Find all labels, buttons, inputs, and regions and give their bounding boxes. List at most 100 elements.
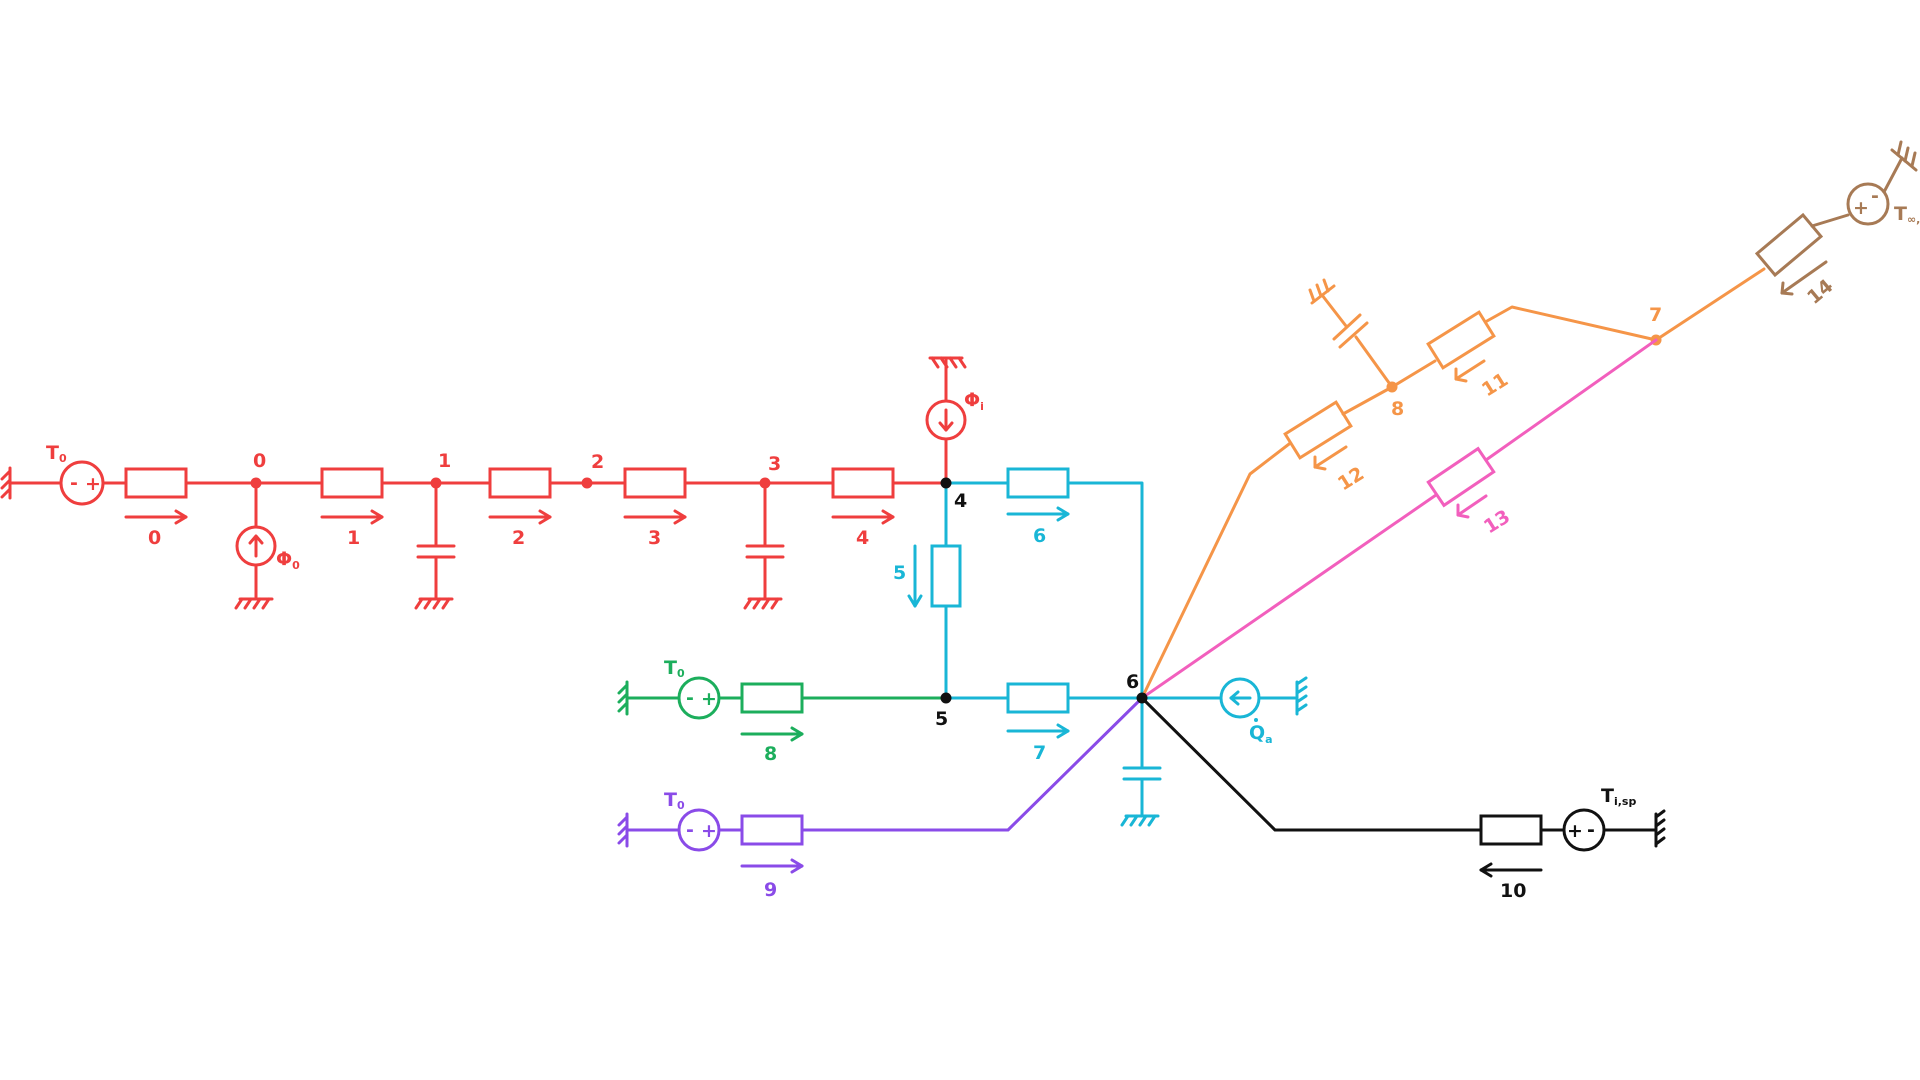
flow-arrow-icon [831, 509, 895, 525]
source-label: T0 [664, 789, 685, 812]
branch-label-5: 5 [893, 562, 906, 584]
node-label-7: 7 [1649, 304, 1662, 326]
branch-label-6: 6 [1033, 525, 1046, 547]
branch-label-7: 7 [1033, 742, 1046, 764]
source-label: Qa [1249, 722, 1273, 746]
wire [1654, 267, 1766, 342]
wire [1810, 213, 1850, 228]
wire [1390, 359, 1437, 389]
flow-arrow-icon [320, 509, 384, 525]
resistor-11 [1426, 310, 1496, 370]
flow-arrow-icon [907, 544, 923, 608]
flow-arrow-icon [1780, 260, 1828, 296]
node-label-4: 4 [954, 490, 967, 512]
resistor-14 [1754, 212, 1824, 278]
wire [1140, 439, 1295, 700]
wire [800, 696, 1144, 832]
node-label-8: 8 [1391, 398, 1404, 420]
resistor-9 [740, 814, 804, 846]
flow-arrow-icon [740, 726, 804, 742]
flow-arrow-icon [1456, 494, 1488, 519]
branch-label-13: 13 [1480, 506, 1514, 539]
branch-label-9: 9 [764, 879, 777, 901]
wire [1140, 696, 1483, 832]
branch-label-11: 11 [1478, 369, 1512, 402]
temperature-source-tinf [1846, 182, 1890, 226]
flow-arrow-icon [1454, 359, 1486, 383]
capacitor-icon [1120, 696, 1162, 827]
green-ventilation-branch: - + T0 8 [617, 657, 948, 765]
source-label: Φ0 [276, 548, 300, 572]
red-wall-chain: - + T0 0 1 2 3 4 0 [0, 356, 984, 610]
node-dot [940, 477, 952, 489]
temperature-source-t0: - + T0 [46, 442, 105, 506]
resistor-0 [124, 467, 188, 499]
plus-sign: + [1853, 197, 1869, 219]
resistor-5 [930, 544, 962, 608]
ground-icon [1890, 140, 1918, 172]
branch-label-8: 8 [764, 743, 777, 765]
pink-radiation-branch: 13 [1140, 338, 1658, 700]
flow-arrow-icon [740, 858, 804, 874]
node-label-6: 6 [1126, 671, 1139, 693]
minus-sign: - [70, 472, 78, 494]
flow-arrow-icon [1313, 445, 1348, 471]
brown-outdoor-branch: + - T∞,sp 14 [1754, 140, 1920, 309]
heat-flux-source-phii: Φi [925, 356, 984, 485]
node-label-2: 2 [591, 451, 604, 473]
wire [1882, 156, 1904, 194]
wire [1485, 305, 1658, 342]
node-label-5: 5 [935, 708, 948, 730]
branch-label-1: 1 [347, 527, 360, 549]
violet-infiltration-branch: - + T0 9 [617, 696, 1144, 901]
node-label-3: 3 [768, 453, 781, 475]
resistor-10 [1479, 814, 1543, 846]
source-label: Φi [964, 389, 984, 413]
dot-accent [1254, 718, 1258, 722]
capacitor-icon [743, 481, 785, 610]
branch-label-10: 10 [1500, 880, 1526, 902]
ground-icon [1295, 676, 1308, 716]
node-dot [1136, 692, 1148, 704]
black-controller-branch: + - Ti,sp 10 [1140, 696, 1666, 902]
black-nodes: 4 5 6 [935, 477, 1148, 730]
source-label: T∞,sp [1894, 203, 1920, 226]
flow-arrow-icon [1006, 723, 1070, 739]
resistor-1 [320, 467, 384, 499]
resistor-7 [1006, 682, 1070, 714]
resistor-2 [488, 467, 552, 499]
branch-label-2: 2 [512, 527, 525, 549]
capacitor-icon [414, 481, 456, 610]
heat-flux-source-phi0: Φ0 [234, 481, 300, 610]
node-dot [581, 477, 593, 489]
plus-sign: + [701, 688, 717, 710]
orange-glass-network: 8 7 12 11 [1140, 267, 1766, 700]
plus-sign: + [85, 473, 101, 495]
source-label: T0 [664, 657, 685, 680]
node-label-0: 0 [253, 450, 266, 472]
source-label: Ti,sp [1601, 785, 1636, 808]
node-dot [940, 692, 952, 704]
branch-label-12: 12 [1334, 463, 1368, 496]
node-dot [1386, 381, 1398, 393]
flow-arrow-icon [488, 509, 552, 525]
minus-sign: - [686, 687, 694, 709]
plus-sign: + [1567, 820, 1583, 842]
heat-flow-source-qa: Qa [1140, 676, 1308, 746]
resistor-3 [623, 467, 687, 499]
node-label-1: 1 [438, 450, 451, 472]
plus-sign: + [701, 820, 717, 842]
flow-arrow-icon [1479, 862, 1543, 878]
wire [1140, 493, 1438, 700]
branch-label-3: 3 [648, 527, 661, 549]
flow-arrow-icon [1006, 506, 1070, 522]
source-label: T0 [46, 442, 67, 465]
resistor-8 [740, 682, 804, 714]
capacitor-icon [1308, 278, 1394, 389]
ground-icon [1654, 809, 1666, 848]
cyan-air-network: 6 5 7 [893, 467, 1308, 827]
resistor-6 [1006, 467, 1070, 499]
wire [1484, 338, 1658, 462]
wire [1341, 385, 1394, 416]
